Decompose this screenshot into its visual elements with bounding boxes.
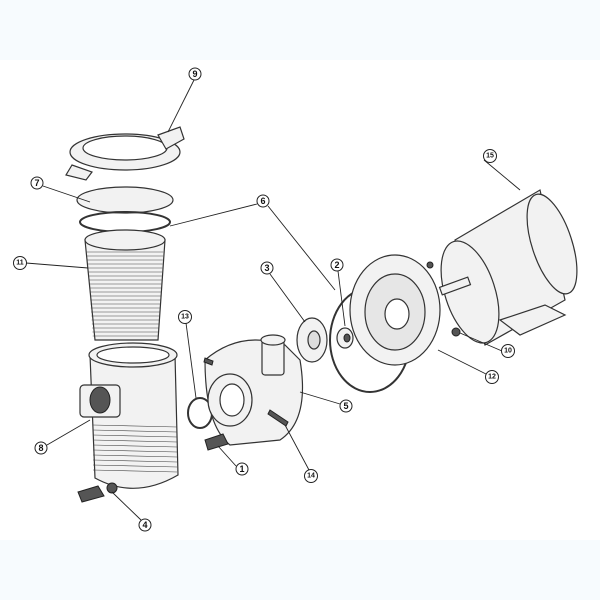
shaft-seal-part: [336, 327, 354, 349]
bolt-part: [451, 327, 461, 337]
callout-13: 13: [178, 310, 192, 324]
basket-part: [84, 229, 166, 341]
callout-label: 4: [142, 520, 147, 530]
callout-label: 13: [181, 314, 189, 321]
callout-label: 1: [239, 464, 244, 474]
callout-11: 11: [13, 256, 27, 270]
callout-label: 8: [38, 443, 43, 453]
callout-label: 2: [334, 260, 339, 270]
callout-14: 14: [304, 469, 318, 483]
callout-4: 4: [138, 518, 152, 532]
callout-7: 7: [30, 176, 44, 190]
callout-label: 9: [192, 69, 197, 79]
callout-label: 7: [34, 178, 39, 188]
callout-label: 12: [488, 374, 496, 381]
bottom-band: [0, 540, 600, 600]
callout-label: 14: [307, 473, 315, 480]
seal-plate-part: [349, 254, 441, 366]
callout-2: 2: [330, 258, 344, 272]
callout-1: 1: [235, 462, 249, 476]
housing-thread-line: [92, 444, 178, 448]
screw-part: [203, 357, 214, 366]
callout-label: 11: [16, 260, 24, 267]
leader-lines: [25, 79, 521, 521]
callout-label: 5: [343, 401, 348, 411]
callout-label: 10: [504, 348, 512, 355]
housing-thread-line: [92, 454, 178, 458]
callout-label: 15: [486, 153, 494, 160]
volute-drain-plug-part: [204, 433, 229, 451]
lid-part: [76, 186, 174, 214]
housing-thread-line: [92, 429, 178, 433]
drain-plug-part: [77, 482, 118, 503]
lid-oring-part: [79, 211, 171, 233]
callout-12: 12: [485, 370, 499, 384]
bolt-part: [426, 261, 434, 269]
callout-3: 3: [260, 261, 274, 275]
volute-part: [204, 334, 304, 446]
top-band: [0, 0, 600, 60]
housing-thread-line: [92, 434, 178, 438]
callout-6: 6: [256, 194, 270, 208]
housing-thread-line: [92, 464, 178, 468]
lid-ring-part: [65, 126, 185, 181]
diffuser-part: [296, 317, 328, 363]
strainer-housing-part: [79, 342, 179, 489]
callout-label: 3: [264, 263, 269, 273]
callout-15: 15: [483, 149, 497, 163]
callout-5: 5: [339, 399, 353, 413]
housing-thread-line: [92, 449, 178, 453]
housing-thread-line: [92, 469, 178, 473]
housing-thread-line: [92, 424, 178, 428]
callout-10: 10: [501, 344, 515, 358]
callout-8: 8: [34, 441, 48, 455]
motor-part: [438, 189, 578, 346]
callout-9: 9: [188, 67, 202, 81]
callout-label: 6: [260, 196, 265, 206]
housing-thread-line: [92, 459, 178, 463]
housing-thread-line: [92, 439, 178, 443]
